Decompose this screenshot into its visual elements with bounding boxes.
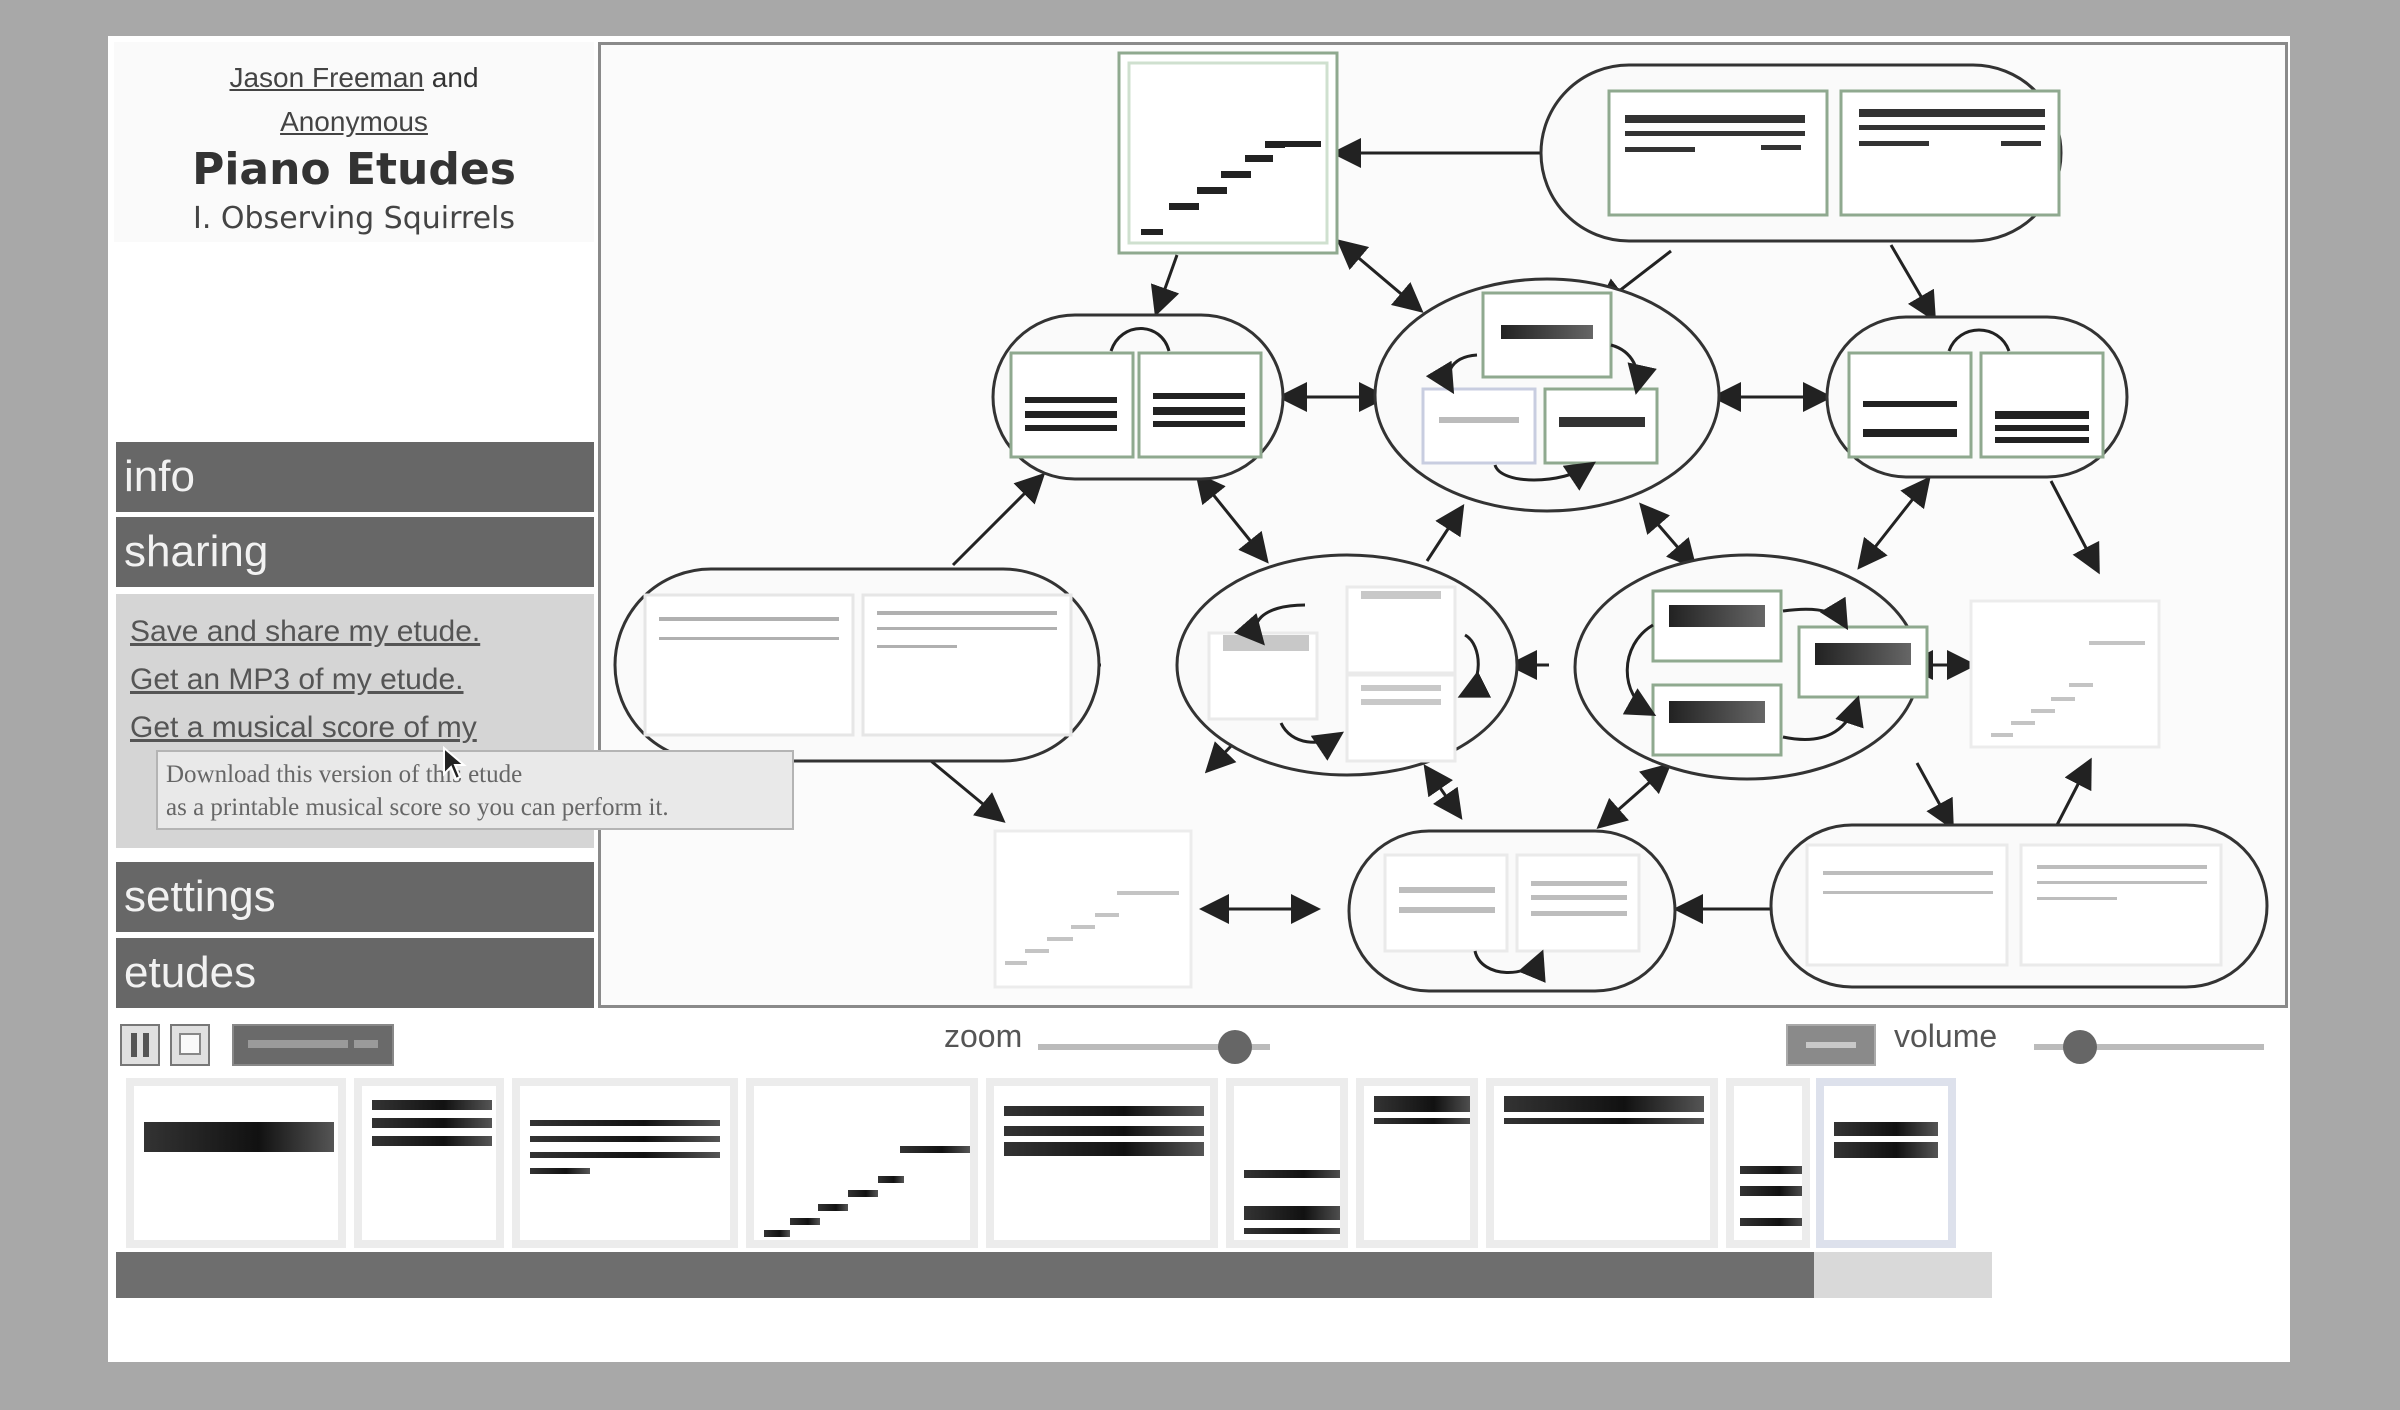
graph-edge xyxy=(1857,476,1931,570)
graph-edge xyxy=(1639,502,1697,570)
etude-app: Jason Freeman and Anonymous Piano Etudes… xyxy=(108,36,2290,1362)
fragment-group-node[interactable] xyxy=(1573,553,1929,781)
graph-edge xyxy=(930,759,1006,823)
fragment-group-node[interactable] xyxy=(1539,63,2063,243)
fragment-group-node[interactable] xyxy=(991,313,1285,481)
timeline-fragment[interactable] xyxy=(986,1078,1218,1248)
fragment-group-node[interactable] xyxy=(1373,277,1721,513)
zoom-slider[interactable] xyxy=(1038,1044,1270,1050)
playback-progress-bar[interactable] xyxy=(116,1252,1992,1298)
pause-icon xyxy=(131,1033,149,1057)
playback-progress-fill xyxy=(116,1252,1814,1298)
playback-controls: zoom volume xyxy=(108,1012,2290,1076)
fragment-timeline[interactable] xyxy=(114,1078,1994,1254)
tooltip-line-2: as a printable musical score so you can … xyxy=(166,794,669,821)
zoom-label: zoom xyxy=(944,1018,1023,1054)
share-link-mp3[interactable]: Get an MP3 of my etude. xyxy=(130,663,464,696)
volume-slider[interactable] xyxy=(2034,1044,2264,1050)
graph-edge xyxy=(2055,757,2092,826)
graph-edge xyxy=(1195,472,1269,564)
author-link-freeman[interactable]: Jason Freeman xyxy=(229,62,425,93)
and-text: and xyxy=(431,62,479,93)
timeline-fragment[interactable] xyxy=(1226,1078,1348,1248)
fragment-node[interactable] xyxy=(993,829,1193,989)
fragment-group-node[interactable] xyxy=(1175,553,1519,777)
section-settings[interactable]: settings xyxy=(116,862,594,932)
zoom-slider-handle[interactable] xyxy=(1218,1030,1253,1064)
page-title: Piano Etudes xyxy=(192,144,516,195)
timeline-fragment[interactable] xyxy=(746,1078,978,1248)
author-link-anonymous[interactable]: Anonymous xyxy=(280,106,428,137)
fragment-group-node[interactable] xyxy=(1825,315,2129,479)
score-tooltip: Download this version of this etude as a… xyxy=(156,750,794,830)
fragment-group-node[interactable] xyxy=(613,567,1101,763)
page-subtitle: I. Observing Squirrels xyxy=(192,201,516,236)
fragment-group-node[interactable] xyxy=(1769,823,2269,989)
fragment-node[interactable] xyxy=(1117,51,1339,255)
graph-edge xyxy=(2049,480,2100,575)
stop-icon xyxy=(179,1033,201,1055)
piece-header: Jason Freeman and Anonymous Piano Etudes… xyxy=(114,42,594,242)
section-etudes[interactable]: etudes xyxy=(116,938,594,1008)
timeline-fragment-selected[interactable] xyxy=(1816,1078,1956,1248)
timeline-fragment[interactable] xyxy=(126,1078,346,1248)
timeline-fragment[interactable] xyxy=(354,1078,504,1248)
graph-edge xyxy=(1150,254,1180,317)
graph-edge xyxy=(1915,762,1954,831)
graph-edge xyxy=(1425,503,1465,562)
graph-edge xyxy=(1336,239,1424,313)
volume-slider-handle[interactable] xyxy=(2063,1030,2097,1064)
share-link-score[interactable]: Get a musical score of my xyxy=(130,711,477,744)
fragment-node[interactable] xyxy=(1969,599,2161,749)
pause-button[interactable] xyxy=(120,1024,160,1066)
graph-edge xyxy=(1423,764,1463,820)
volume-label: volume xyxy=(1894,1018,1998,1054)
graph-edge xyxy=(1889,244,1937,323)
section-info[interactable]: info xyxy=(116,442,594,512)
graph-edge xyxy=(951,472,1046,567)
timeline-fragment[interactable] xyxy=(1486,1078,1718,1248)
share-link-save[interactable]: Save and share my etude. xyxy=(130,615,481,648)
timeline-fragment[interactable] xyxy=(1356,1078,1478,1248)
tooltip-line-1: Download this version of this etude xyxy=(166,761,523,788)
speaker-icon xyxy=(1806,1042,1856,1048)
mute-button[interactable] xyxy=(1786,1024,1876,1066)
mouse-cursor-icon xyxy=(443,746,467,781)
fragment-graph[interactable] xyxy=(598,42,2288,1008)
tempo-icon xyxy=(248,1040,378,1048)
section-sharing[interactable]: sharing xyxy=(116,517,594,587)
timeline-fragment[interactable] xyxy=(1726,1078,1810,1248)
graph-edge xyxy=(1596,763,1672,829)
timeline-fragment[interactable] xyxy=(512,1078,738,1248)
tempo-button[interactable] xyxy=(232,1024,394,1066)
stop-button[interactable] xyxy=(170,1024,210,1066)
fragment-graph-svg[interactable] xyxy=(601,45,2285,1005)
fragment-group-node[interactable] xyxy=(1347,829,1677,993)
authors-line: Jason Freeman and Anonymous xyxy=(114,56,594,144)
